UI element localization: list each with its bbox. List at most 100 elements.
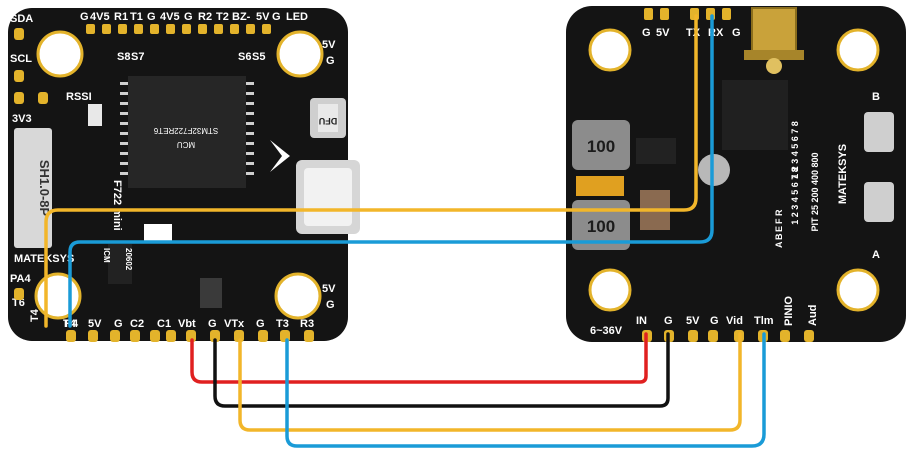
fc-pin-label: 5V — [322, 283, 336, 295]
vtx-pin-label: 5V — [656, 27, 670, 39]
fc-pin-label: T3 — [276, 318, 289, 330]
fc-pin-label: T6 — [12, 297, 25, 309]
fc-bottom-pads — [66, 330, 314, 342]
vtx-power-row: PIT 25 200 400 800 — [810, 152, 820, 231]
fc-top-labels: SDA G 4V5 R1 T1 G 4V5 G R2 T2 BZ- 5V G L… — [10, 11, 336, 67]
vtx-mounting-holes — [588, 28, 880, 312]
fc-pin-label: C1 — [157, 318, 171, 330]
vtx-pin-label: IN — [636, 315, 647, 327]
vtx-band-label: B — [774, 233, 784, 240]
wire-ground — [213, 332, 670, 408]
mcu-label: MCU — [177, 140, 195, 149]
vtx-inductor-bottom: 100 — [572, 200, 630, 250]
imu-chip: ICM 20602 — [102, 244, 133, 284]
imu-label: 20602 — [124, 248, 133, 271]
fc-pin-label: T2 — [216, 11, 229, 23]
vtx-channel-row: 1 2 3 4 5 6 7 8 — [790, 167, 800, 225]
fc-brand: MATEKSYS — [14, 253, 74, 265]
vtx-pin-label: G — [710, 315, 719, 327]
sh-connector-label: SH1.0-8P — [37, 160, 52, 217]
vtx-pin-label: G — [664, 315, 673, 327]
fc-pin-label: R2 — [198, 11, 212, 23]
vtx-pin-label: 6~36V — [590, 325, 623, 337]
sh-connector — [14, 128, 52, 248]
fc-pin-label: 3V3 — [12, 113, 32, 125]
vtx-bottom-labels: 6~36V IN G 5V G Vid Tlm PINIO Aud — [590, 296, 819, 337]
vtx-band-label: F — [774, 218, 784, 224]
inductor-value: 100 — [587, 217, 615, 236]
fc-pin-label: G — [208, 318, 217, 330]
vtx-board: G 5V TX RX G 100 100 B — [566, 6, 906, 342]
fc-inner-label: RSSI — [66, 91, 92, 103]
fc-pin-label: T1 — [130, 11, 143, 23]
fc-pin-label: 5V — [256, 11, 270, 23]
wires — [44, 14, 766, 448]
vtx-button-b[interactable]: B — [864, 91, 894, 152]
vtx-button-a[interactable]: A — [864, 182, 894, 261]
fc-pin-label: G — [114, 318, 123, 330]
vtx-pin-label: G — [732, 27, 741, 39]
vtx-hole-top-left — [588, 28, 632, 72]
fc-pin-label: Vbt — [178, 318, 196, 330]
fc-white-logo — [144, 224, 172, 242]
tantalum-cap — [576, 176, 624, 196]
dfu-button[interactable]: DFU — [310, 98, 346, 138]
fc-pin-label: G — [326, 299, 335, 311]
fc-inner-label: S7 — [131, 51, 144, 63]
fc-pin-label: G — [256, 318, 265, 330]
vtx-brand: MATEKSYS — [837, 144, 849, 204]
wire-uart-rx-to-vtx-tx — [68, 14, 714, 328]
wire-video — [238, 332, 742, 432]
mcu-chip: STM32F722RET6 MCU — [120, 76, 254, 188]
vtx-crystal — [698, 154, 730, 186]
imu-label: ICM — [102, 248, 111, 263]
fc-pin-label: 5V — [322, 39, 336, 51]
mcu-part-number: STM32F722RET6 — [153, 126, 218, 135]
fc-pin-label: VTx — [224, 318, 245, 330]
vtx-pin-label: G — [642, 27, 651, 39]
fc-pin-label: G — [147, 11, 156, 23]
fc-pin-label: G — [80, 11, 89, 23]
fc-pin-label: LED — [286, 11, 308, 23]
fc-model-label: F722 mini — [111, 180, 123, 231]
fc-hole-top-left — [36, 30, 84, 78]
vtx-band-labels: A B E F R — [774, 209, 784, 248]
vtx-button-label: A — [872, 249, 880, 261]
fc-pin-label: C2 — [130, 318, 144, 330]
usb-connector — [296, 160, 360, 234]
fc-hole-bottom-left — [34, 272, 82, 320]
vtx-band-label: E — [774, 226, 784, 232]
fc-left-side: SCL 3V3 SH1.0-8P MATEKSYS PA4 T6 — [10, 53, 74, 309]
fc-top-pads — [14, 24, 271, 40]
fc-pin-label: 4V5 — [90, 11, 110, 23]
fc-inner-label: S5 — [252, 51, 265, 63]
vtx-rf-chip — [722, 80, 788, 150]
fc-pin-label: G — [184, 11, 193, 23]
wire-vbat-to-vtx-in — [190, 332, 648, 384]
fc-pin-label: R1 — [114, 11, 128, 23]
wire-uart-tx-to-vtx-rx — [44, 14, 698, 328]
fc-arrow-logo — [270, 140, 290, 172]
vtx-pin-label: PINIO — [783, 296, 795, 326]
fc-hole-top-right — [276, 30, 324, 78]
vtx-pin-label: TX — [686, 27, 701, 39]
fc-pin-label: G — [326, 55, 335, 67]
fc-regulator — [200, 278, 222, 308]
antenna-connector — [744, 7, 804, 74]
fc-small-component — [88, 104, 102, 126]
fc-pin-label: T4 — [29, 308, 41, 322]
vtx-hole-bottom-left — [588, 268, 632, 312]
vtx-pin-label: Tlm — [754, 315, 774, 327]
fc-pin-label: G — [272, 11, 281, 23]
fc-pin-label: 5V — [88, 318, 102, 330]
vtx-inductor-top: 100 — [572, 120, 630, 170]
fc-pin-label: BZ- — [232, 11, 251, 23]
vtx-pin-label: 5V — [686, 315, 700, 327]
vtx-pin-label: Vid — [726, 315, 743, 327]
fc-pin-label: R3 — [300, 318, 314, 330]
wire-telemetry — [285, 332, 766, 448]
vtx-band-label: R — [774, 209, 784, 216]
fc-inner-label: S8 — [117, 51, 130, 63]
fc-inner-label: S6 — [238, 51, 251, 63]
